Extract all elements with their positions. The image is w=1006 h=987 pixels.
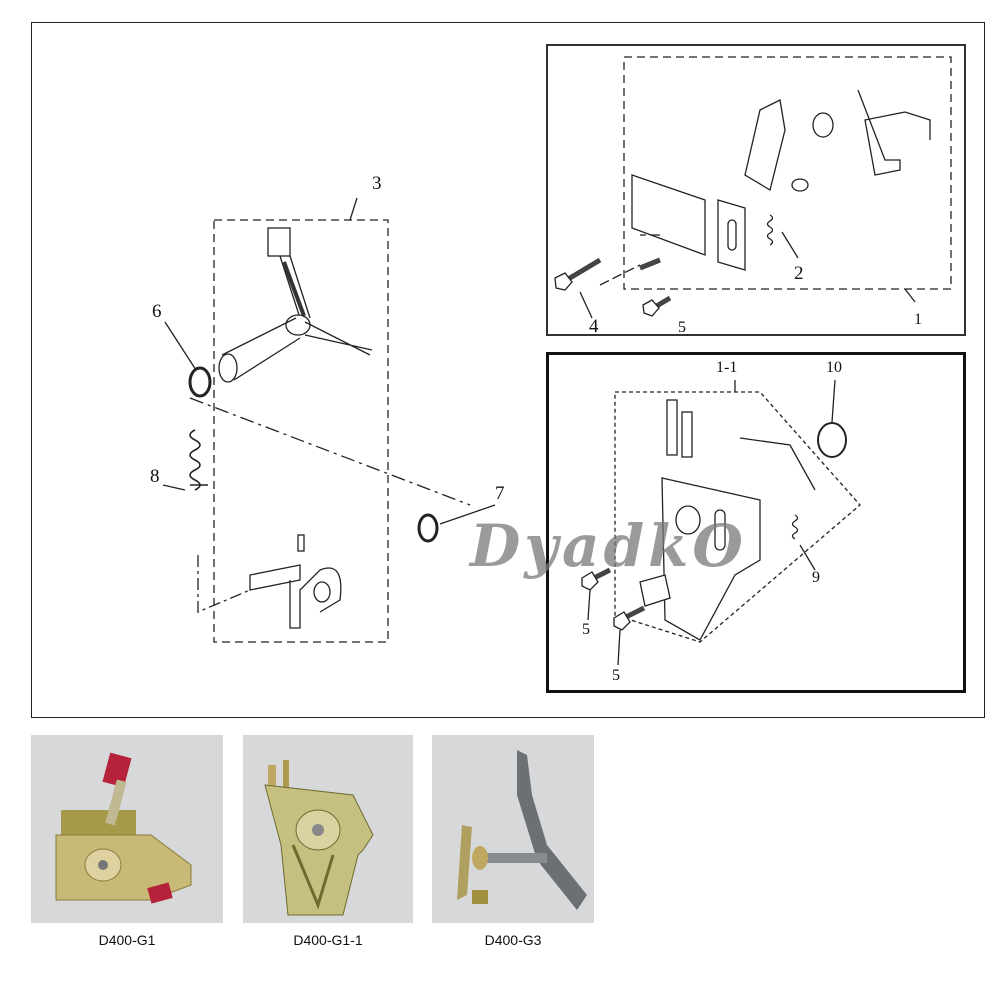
bushing-part [812, 112, 834, 138]
leader-4 [579, 291, 593, 319]
leader-2 [781, 231, 799, 259]
assembly-1-1-box [546, 352, 966, 693]
axis-line [189, 397, 471, 506]
part-label-5b: 5 [612, 667, 620, 684]
group-1-1-dashed-box [614, 391, 861, 643]
photo-d400-g1-1 [243, 735, 413, 923]
part-label-5a: 5 [582, 621, 590, 638]
lever-shaft-photo-icon [457, 750, 587, 910]
spring-9 [791, 514, 799, 540]
leader-3 [349, 197, 358, 221]
group-3-dashed-box [213, 219, 389, 643]
knob-part [639, 574, 671, 607]
bracket-part [631, 174, 746, 271]
washer-7 [417, 513, 439, 543]
part-label-9: 9 [812, 569, 820, 586]
leader-6 [164, 321, 197, 371]
group-1-dashed-box [623, 56, 952, 290]
part-label-8: 8 [150, 466, 160, 487]
part-label-1-1: 1-1 [716, 359, 738, 376]
pin-part [297, 534, 305, 552]
leader-7 [439, 504, 496, 525]
photo-caption: D400-G1-1 [293, 932, 363, 948]
part-label-7: 7 [495, 483, 505, 504]
bolt-part [666, 399, 678, 456]
part-label-10: 10 [826, 359, 842, 376]
bolt-4-head [554, 272, 573, 291]
photo-caption: D400-G3 [484, 932, 542, 948]
part-label-5: 5 [678, 319, 686, 336]
washer-part [791, 178, 809, 192]
leader-8 [162, 484, 186, 491]
watermark: DyadkO [470, 512, 747, 580]
bracket-photo-icon [264, 760, 374, 916]
assembly-1-box [546, 44, 966, 336]
throttle-bracket-part [661, 477, 761, 641]
throttle-plate-part [249, 564, 342, 629]
leader-9 [799, 544, 816, 571]
leader-1 [904, 288, 916, 303]
part-label-1: 1 [914, 311, 922, 328]
photo-d400-g3 [432, 735, 594, 923]
lever-arm-part [218, 227, 373, 383]
spring-2 [766, 214, 774, 246]
washer-6 [188, 366, 212, 398]
cam-plate-part [744, 99, 786, 192]
photo-d400-g1 [31, 735, 223, 923]
lever-link-part [857, 89, 931, 176]
diagram-frame [31, 22, 985, 718]
part-label-6: 6 [152, 301, 162, 322]
link-plate-part [739, 437, 816, 491]
leader-10 [831, 379, 836, 423]
part-label-2: 2 [794, 263, 804, 284]
photo-caption: D400-G1 [98, 932, 156, 948]
spring-10 [817, 422, 847, 458]
exploded-view-drawing [162, 56, 952, 666]
part-label-3: 3 [372, 173, 382, 194]
spring-8 [189, 429, 208, 491]
throttle-assembly-photo-icon [55, 752, 192, 904]
part-label-4: 4 [589, 316, 599, 337]
